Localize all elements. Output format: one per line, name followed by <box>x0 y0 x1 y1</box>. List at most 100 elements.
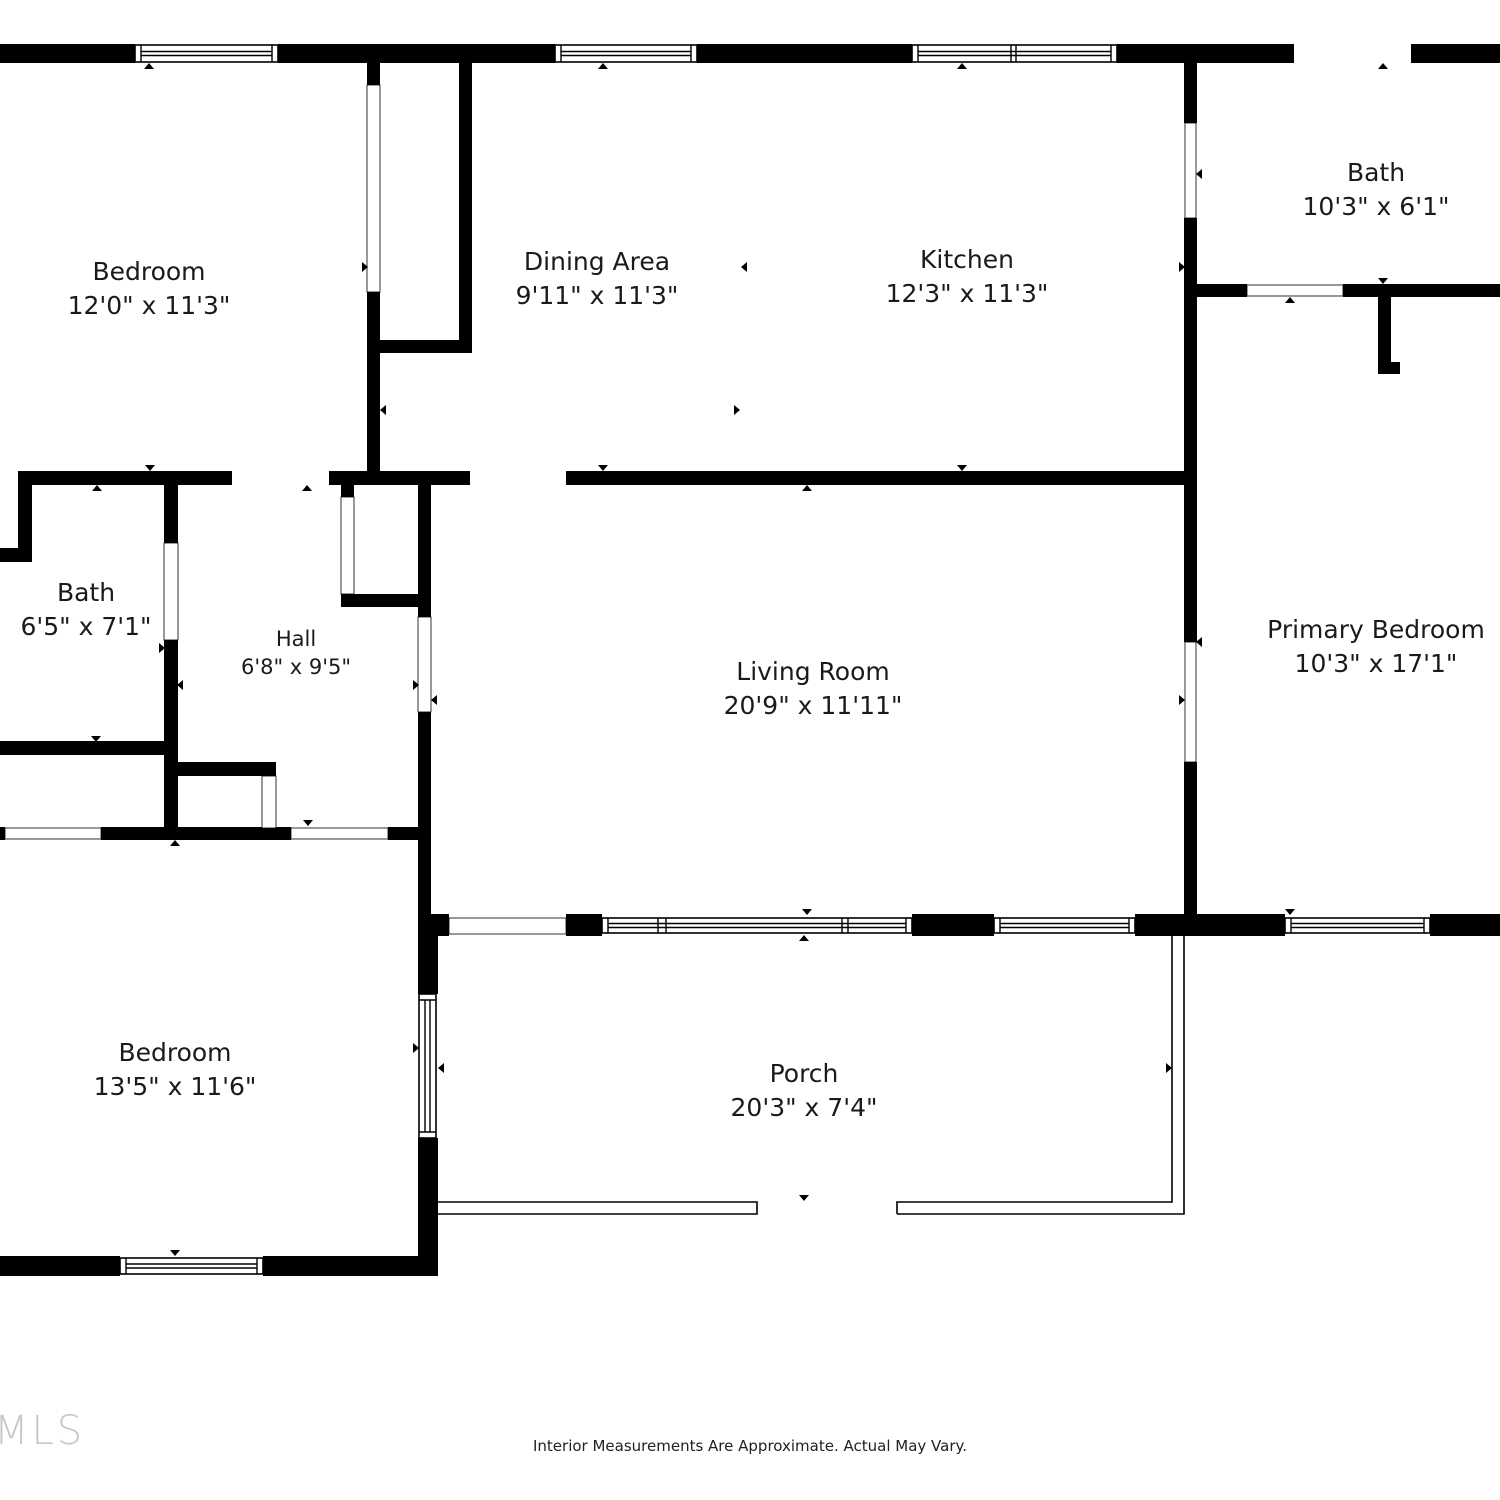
walls <box>0 44 1500 1276</box>
room-name: Bedroom <box>92 257 206 286</box>
doorway-outline <box>448 917 567 935</box>
wall-segment <box>0 1256 120 1276</box>
room-name: Kitchen <box>920 245 1014 274</box>
wall-segment <box>1135 914 1285 936</box>
room-dimensions: 20'3" x 7'4" <box>730 1092 878 1122</box>
wall-segment <box>418 712 431 922</box>
wall-segment <box>0 741 170 755</box>
room-hall: Hall 6'8" x 9'5" <box>241 625 351 682</box>
room-dimensions: 10'3" x 17'1" <box>1294 648 1458 678</box>
room-kitchen: Kitchen 12'3" x 11'3" <box>886 243 1049 311</box>
door-marker <box>362 262 368 272</box>
porch-railing <box>438 936 1185 1215</box>
room-dimensions: 20'9" x 11'11" <box>723 690 903 720</box>
door-marker <box>303 820 313 826</box>
wall-segment <box>1197 284 1247 297</box>
room-bath-hall: Bath 6'5" x 7'1" <box>20 576 151 644</box>
wall-segment <box>18 471 232 485</box>
door-marker <box>92 485 102 491</box>
wall-segment <box>18 471 32 561</box>
wall-segment <box>418 485 431 617</box>
room-name: Bath <box>1346 158 1406 187</box>
wall-segment <box>697 44 912 63</box>
wall-segment <box>278 44 555 63</box>
wall-segment <box>0 44 135 63</box>
room-dining-area: Dining Area 9'11" x 11'3" <box>516 245 679 313</box>
mls-watermark: MLS <box>0 1408 86 1454</box>
door-marker <box>170 840 180 846</box>
doorway-outline <box>1246 284 1344 297</box>
window <box>993 917 1136 934</box>
door-marker <box>170 1250 180 1256</box>
doorway-outline <box>290 827 389 840</box>
door-marker <box>380 405 386 415</box>
room-name: Hall <box>275 627 317 651</box>
wall-segment <box>1378 362 1400 374</box>
door-marker <box>302 485 312 491</box>
door-marker <box>1196 637 1202 647</box>
room-dimensions: 13'5" x 11'6" <box>93 1071 257 1101</box>
wall-segment <box>329 471 470 485</box>
door-marker <box>957 465 967 471</box>
room-dimensions: 6'5" x 7'1" <box>20 611 152 641</box>
room-bedroom-1: Bedroom 12'0" x 11'3" <box>68 255 231 323</box>
wall-segment <box>170 762 276 776</box>
wall-segment <box>418 922 438 994</box>
room-dimensions: 12'3" x 11'3" <box>885 278 1049 308</box>
doorway-outline <box>1184 641 1197 763</box>
room-name: Dining Area <box>523 247 671 276</box>
door-marker <box>91 736 101 742</box>
window <box>911 44 1118 63</box>
porch-rail-left <box>438 1201 758 1215</box>
door-marker <box>799 935 809 941</box>
door-marker <box>799 1195 809 1201</box>
room-name: Bedroom <box>118 1038 232 1067</box>
door-marker <box>1166 1063 1172 1073</box>
wall-segment <box>1430 914 1500 936</box>
room-porch: Porch 20'3" x 7'4" <box>731 1057 878 1125</box>
wall-segment <box>1184 63 1197 123</box>
door-marker <box>1378 63 1388 69</box>
wall-segment <box>418 1138 438 1276</box>
doorway-outline <box>1184 122 1197 219</box>
doorway-outline <box>340 496 355 595</box>
room-dimensions: 12'0" x 11'3" <box>67 290 231 320</box>
wall-segment <box>912 914 994 936</box>
door-marker <box>413 680 419 690</box>
room-name: Primary Bedroom <box>1267 615 1485 644</box>
wall-segment <box>1411 44 1500 63</box>
wall-segment <box>1343 284 1500 297</box>
door-marker <box>1285 297 1295 303</box>
doorway-outline <box>4 827 102 840</box>
wall-segment <box>164 640 178 840</box>
door-marker <box>802 485 812 491</box>
door-marker <box>1285 909 1295 915</box>
doorway-outline <box>366 84 381 293</box>
wall-segment <box>1117 44 1294 63</box>
room-dimensions: 10'3" x 6'1" <box>1302 191 1450 221</box>
wall-segment <box>367 292 380 478</box>
doorway-outline <box>417 616 432 713</box>
door-marker <box>144 63 154 69</box>
window <box>601 917 913 934</box>
door-marker <box>438 1063 444 1073</box>
door-marker <box>802 909 812 915</box>
room-living-room: Living Room 20'9" x 11'11" <box>724 655 903 723</box>
door-marker <box>741 262 747 272</box>
doorway-outline <box>261 775 277 829</box>
wall-segment <box>263 1256 438 1276</box>
wall-segment <box>1184 762 1197 936</box>
room-primary-bedroom: Primary Bedroom 10'3" x 17'1" <box>1267 613 1485 681</box>
room-bath-primary: Bath 10'3" x 6'1" <box>1303 156 1450 224</box>
wall-segment <box>388 827 431 840</box>
door-markers <box>91 63 1388 1256</box>
door-marker <box>159 643 165 653</box>
wall-segment <box>372 340 472 353</box>
wall-segment <box>101 827 291 840</box>
wall-segment <box>0 548 32 562</box>
door-marker <box>598 465 608 471</box>
wall-segment <box>0 827 5 840</box>
door-marker <box>1378 278 1388 284</box>
wall-segment <box>341 594 425 607</box>
